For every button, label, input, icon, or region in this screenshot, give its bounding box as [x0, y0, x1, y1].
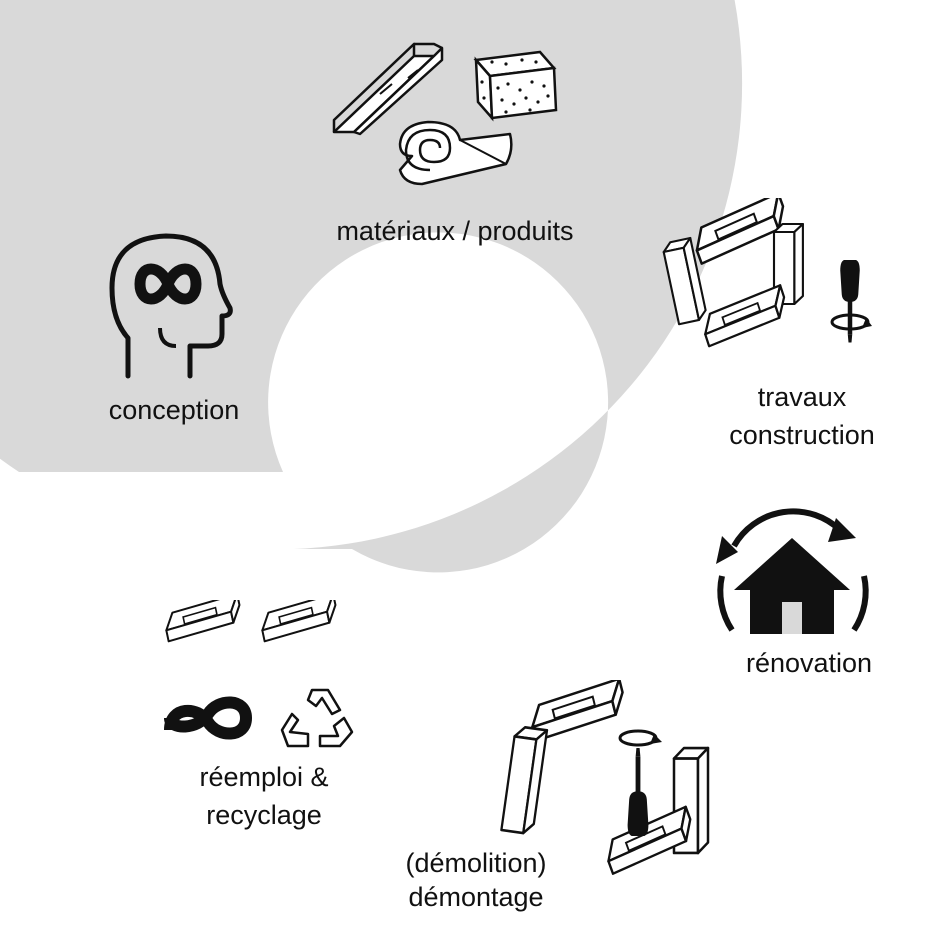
- label-demontage-1: (démolition): [405, 848, 547, 878]
- disassembly-screwdriver-icon: [500, 680, 710, 875]
- label-renovation: rénovation: [745, 648, 873, 678]
- construction-materials-icon: [332, 42, 558, 186]
- label-materiaux: matériaux / produits: [336, 216, 574, 246]
- label-demontage-2: démontage: [408, 882, 544, 912]
- ring-background: [0, 0, 743, 573]
- assembly-screwdriver-icon: [660, 198, 872, 348]
- house-arrows-icon: [716, 508, 869, 634]
- head-infinity-icon: [109, 233, 233, 379]
- reuse-recycle-icon: [160, 600, 354, 748]
- label-travaux-1: travaux: [757, 382, 847, 412]
- label-reemploi-2: recyclage: [206, 800, 322, 830]
- label-travaux-2: construction: [729, 420, 875, 450]
- label-reemploi-1: réemploi &: [199, 762, 329, 792]
- label-conception: conception: [108, 395, 240, 425]
